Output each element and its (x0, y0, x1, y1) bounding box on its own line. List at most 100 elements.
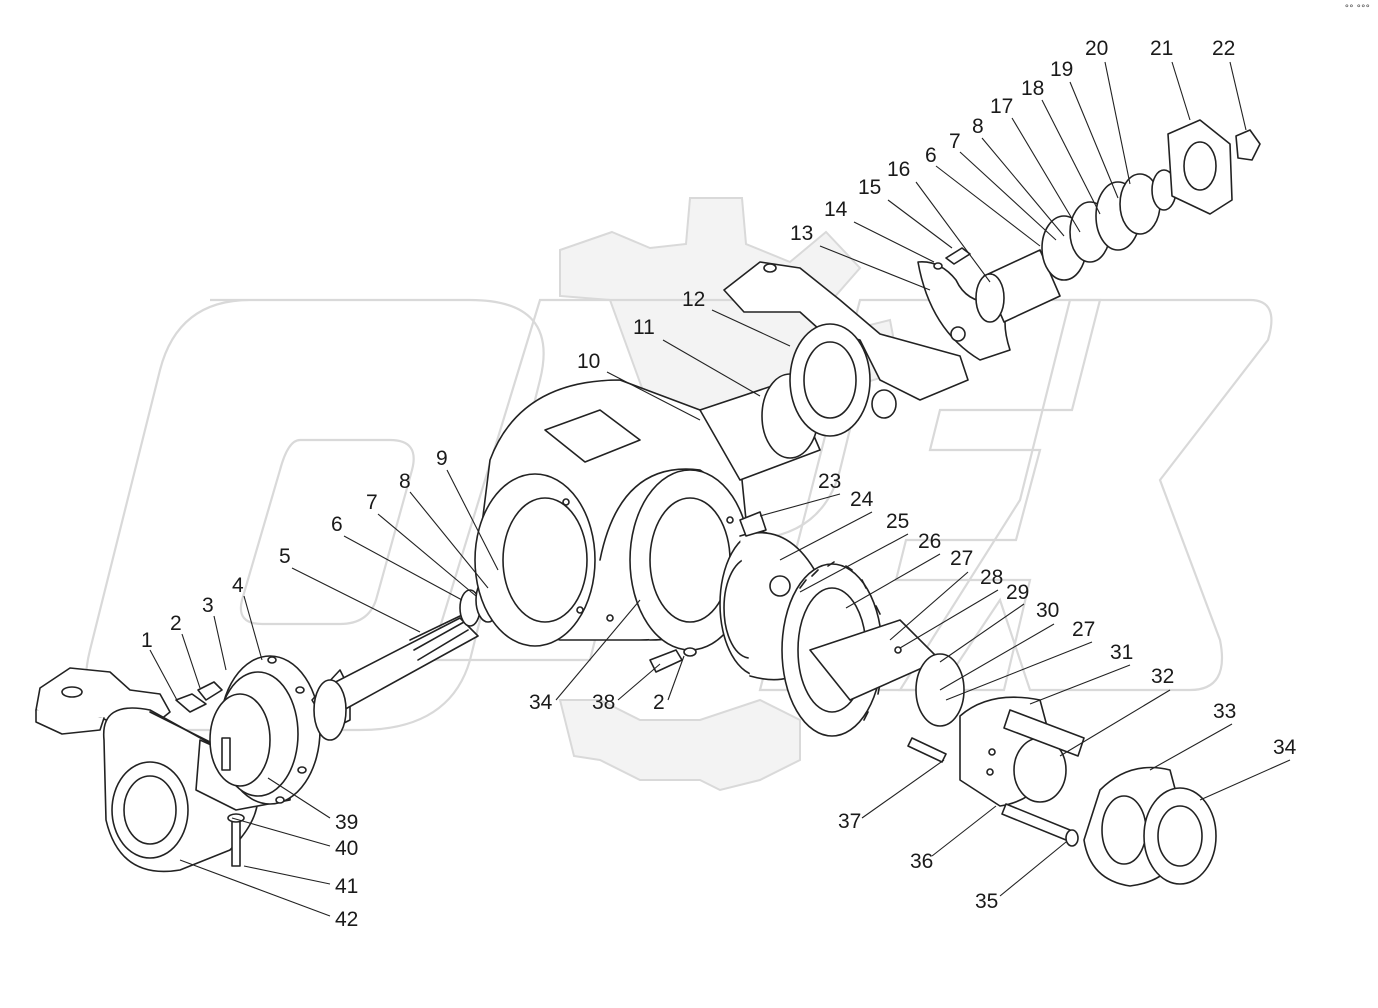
part-differential-case (719, 531, 821, 681)
leader-line-c2a (181, 633, 201, 689)
part-bolt-right-top (933, 247, 971, 270)
leader-line-c6a (343, 535, 463, 601)
leader-line-c5 (291, 567, 421, 633)
callout-2: 2 (653, 691, 665, 714)
callout-14: 14 (824, 198, 848, 221)
callout-2: 2 (170, 612, 182, 635)
leader-line-c17 (1011, 117, 1081, 233)
part-main-housing (474, 379, 751, 651)
callout-40: 40 (335, 837, 358, 860)
leader-line-c2b (667, 655, 685, 701)
callout-19: 19 (1050, 58, 1073, 81)
callout-26: 26 (918, 530, 941, 553)
leader-line-c4 (243, 595, 263, 661)
part-studs-lower (221, 737, 245, 867)
callout-7: 7 (366, 491, 378, 514)
leader-line-c3 (213, 615, 227, 671)
callout-8: 8 (972, 115, 984, 138)
callout-23: 23 (818, 470, 841, 493)
leader-line-c7a (377, 513, 477, 597)
leader-line-c1 (149, 649, 179, 703)
leader-line-c35 (999, 841, 1067, 897)
callout-8: 8 (399, 470, 411, 493)
leader-line-c21 (1171, 61, 1191, 121)
leader-line-c12 (711, 309, 791, 347)
callout-20: 20 (1085, 37, 1108, 60)
part-stud-37 (907, 737, 947, 763)
leader-line-c34b (1199, 759, 1291, 801)
callout-41: 41 (335, 875, 358, 898)
callout-34: 34 (1273, 736, 1297, 759)
callout-38: 38 (592, 691, 615, 714)
leader-line-c26 (845, 553, 941, 609)
leader-line-c29 (939, 603, 1025, 663)
callout-35: 35 (975, 890, 998, 913)
leader-line-c39 (267, 777, 331, 819)
leader-line-c37 (861, 759, 945, 819)
leader-line-c14 (853, 221, 935, 263)
leader-line-c27b (945, 641, 1093, 701)
part-breather-23 (739, 511, 767, 537)
leader-line-c11 (662, 339, 761, 397)
part-flange-cover (209, 655, 321, 805)
watermark-letter-e (758, 298, 1102, 692)
callout-27: 27 (1072, 618, 1095, 641)
leader-line-c20 (1104, 61, 1131, 185)
watermark-letter-o (85, 298, 545, 732)
callout-17: 17 (990, 95, 1013, 118)
part-right-housing-bracket (723, 261, 969, 437)
callout-39: 39 (335, 811, 358, 834)
callout-34: 34 (529, 691, 553, 714)
leader-line-c42 (179, 859, 331, 917)
callout-31: 31 (1110, 641, 1133, 664)
callout-22: 22 (1212, 37, 1235, 60)
part-bolt-38 (649, 647, 697, 673)
leader-line-c19 (1069, 81, 1119, 199)
part-right-shaft-bearings (975, 169, 1177, 323)
callout-9: 9 (436, 447, 448, 470)
callout-13: 13 (790, 222, 813, 245)
callout-32: 32 (1151, 665, 1174, 688)
callout-10: 10 (577, 350, 600, 373)
leader-line-c41 (243, 865, 331, 885)
part-output-flange (1167, 119, 1261, 215)
leader-line-c18 (1041, 99, 1101, 215)
callout-27: 27 (950, 547, 973, 570)
callout-5: 5 (279, 545, 291, 568)
callout-7: 7 (949, 130, 961, 153)
leader-line-c9 (446, 469, 499, 571)
callout-3: 3 (202, 594, 214, 617)
leader-lines (149, 61, 1291, 917)
leader-line-c27a (889, 571, 969, 641)
leader-line-c8a (409, 491, 489, 589)
leader-line-c22 (1229, 61, 1247, 131)
leader-line-c33 (1149, 723, 1233, 771)
callout-21: 21 (1150, 37, 1173, 60)
leader-line-c38 (617, 663, 661, 701)
leader-line-c32 (1059, 689, 1171, 757)
callout-15: 15 (858, 176, 881, 199)
part-bearing-housing-right (959, 696, 1085, 807)
part-pinion-shaft (311, 615, 479, 741)
leader-line-c23 (759, 493, 841, 517)
part-bolt-35 (1001, 803, 1079, 847)
callout-18: 18 (1021, 77, 1044, 100)
callout-25: 25 (886, 510, 909, 533)
leader-line-c16 (915, 181, 991, 283)
callout-30: 30 (1036, 599, 1059, 622)
callout-16: 16 (887, 158, 910, 181)
leader-line-c8b (981, 137, 1065, 237)
leader-line-c24 (779, 511, 873, 561)
leader-line-c10 (606, 371, 701, 421)
callout-6: 6 (925, 144, 937, 167)
callout-11: 11 (633, 316, 655, 339)
leader-line-c15 (887, 199, 953, 249)
watermark-letter-x (898, 298, 1273, 692)
leader-line-c25 (799, 533, 909, 593)
callout-12: 12 (682, 288, 705, 311)
leader-line-c31 (1029, 664, 1131, 705)
callout-4: 4 (232, 574, 244, 597)
part-bearing-34 (1143, 787, 1217, 885)
